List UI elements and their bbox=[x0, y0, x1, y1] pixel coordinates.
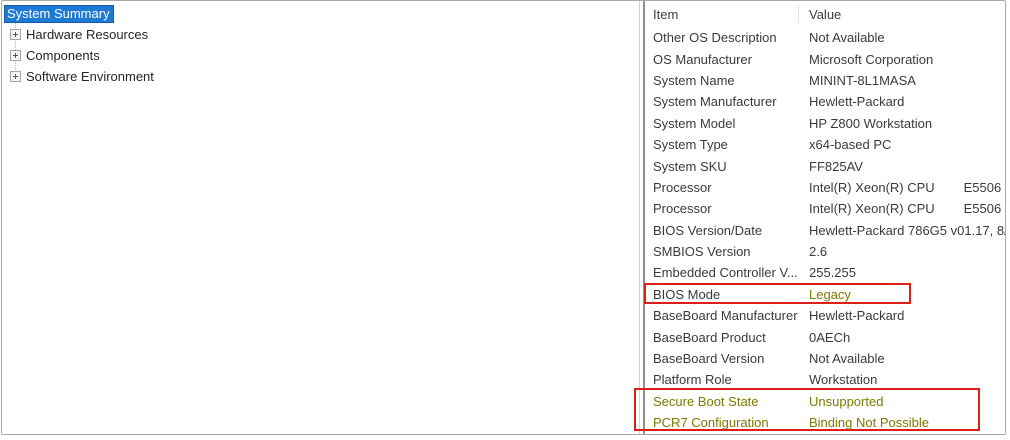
details-row-baseboard-version[interactable]: BaseBoard Version Not Available bbox=[645, 348, 1005, 369]
row-value: FF825AV bbox=[809, 158, 863, 174]
panel-splitter[interactable] bbox=[640, 1, 643, 434]
row-item-label: SMBIOS Version bbox=[653, 244, 751, 260]
row-item-label: System Manufacturer bbox=[653, 94, 777, 110]
row-value: Intel(R) Xeon(R) CPU E5506 bbox=[809, 201, 1002, 217]
details-row-system-model[interactable]: System Model HP Z800 Workstation bbox=[645, 113, 1005, 134]
details-row-system-type[interactable]: System Type x64-based PC bbox=[645, 134, 1005, 155]
tree-connector-line bbox=[15, 23, 16, 76]
expand-plus-icon[interactable] bbox=[10, 49, 21, 61]
row-item-label: BaseBoard Version bbox=[653, 351, 765, 367]
details-row-baseboard-product[interactable]: BaseBoard Product 0AECh bbox=[645, 326, 1005, 347]
row-value: Workstation bbox=[809, 372, 878, 388]
details-row-secure-boot-state[interactable]: Secure Boot State Unsupported bbox=[645, 391, 1005, 412]
row-value: 0AECh bbox=[809, 329, 851, 345]
row-item-label: System Model bbox=[653, 115, 736, 131]
details-row-processor[interactable]: Processor Intel(R) Xeon(R) CPU E5506 bbox=[645, 198, 1005, 219]
row-value: Hewlett-Packard bbox=[809, 308, 905, 324]
row-item-label: Other OS Description bbox=[653, 30, 777, 46]
list-header-row: Item Value bbox=[645, 1, 1005, 27]
row-value: Hewlett-Packard bbox=[809, 94, 905, 110]
tree-item-software-environment[interactable]: Software Environment bbox=[2, 66, 639, 87]
row-item-label: BaseBoard Product bbox=[653, 329, 766, 345]
row-item-label: Platform Role bbox=[653, 372, 732, 388]
row-value: 255.255 bbox=[809, 265, 856, 281]
details-row-system-manufacturer[interactable]: System Manufacturer Hewlett-Packard bbox=[645, 91, 1005, 112]
details-row-bios-version-date[interactable]: BIOS Version/Date Hewlett-Packard 786G5 … bbox=[645, 220, 1005, 241]
tree-item-label: System Summary bbox=[4, 5, 114, 24]
details-row-platform-role[interactable]: Platform Role Workstation bbox=[645, 369, 1005, 390]
tree-item-hardware-resources[interactable]: Hardware Resources bbox=[2, 25, 639, 46]
row-item-label: System SKU bbox=[653, 158, 727, 174]
details-row-processor[interactable]: Processor Intel(R) Xeon(R) CPU E5506 bbox=[645, 177, 1005, 198]
expand-plus-icon[interactable] bbox=[10, 29, 21, 41]
row-item-label: BIOS Mode bbox=[653, 286, 721, 302]
row-item-label: OS Manufacturer bbox=[653, 51, 752, 67]
details-row-os-manufacturer[interactable]: OS Manufacturer Microsoft Corporation bbox=[645, 48, 1005, 69]
tree-item-components[interactable]: Components bbox=[2, 45, 639, 66]
row-item-label: Processor bbox=[653, 179, 712, 195]
expand-plus-icon[interactable] bbox=[10, 70, 21, 82]
row-value: MININT-8L1MASA bbox=[809, 72, 916, 88]
tree-item-label: Software Environment bbox=[26, 68, 154, 84]
row-value: Not Available bbox=[809, 351, 885, 367]
column-header-item[interactable]: Item bbox=[653, 6, 679, 22]
details-row-system-name[interactable]: System Name MININT-8L1MASA bbox=[645, 70, 1005, 91]
column-separator[interactable] bbox=[798, 6, 799, 23]
details-row-bios-mode[interactable]: BIOS Mode Legacy bbox=[645, 284, 1005, 305]
row-value: Hewlett-Packard 786G5 v01.17, 8/ bbox=[809, 222, 1005, 238]
navigation-tree-panel: System Summary Hardware Resources Compon… bbox=[2, 1, 640, 434]
row-item-label: Secure Boot State bbox=[653, 393, 759, 409]
details-row-other-os-description[interactable]: Other OS Description Not Available bbox=[645, 27, 1005, 48]
column-header-value[interactable]: Value bbox=[809, 6, 842, 22]
row-item-label: System Name bbox=[653, 72, 735, 88]
list-rows-container: Other OS Description Not Available OS Ma… bbox=[645, 27, 1005, 433]
row-value: 2.6 bbox=[809, 244, 828, 260]
row-value: x64-based PC bbox=[809, 137, 892, 153]
details-row-baseboard-manufacturer[interactable]: BaseBoard Manufacturer Hewlett-Packard bbox=[645, 305, 1005, 326]
row-value: Intel(R) Xeon(R) CPU E5506 bbox=[809, 179, 1002, 195]
row-value: Not Available bbox=[809, 30, 885, 46]
details-row-embedded-controller-v[interactable]: Embedded Controller V... 255.255 bbox=[645, 262, 1005, 283]
tree-item-system-summary[interactable]: System Summary bbox=[2, 4, 639, 25]
row-item-label: Processor bbox=[653, 201, 712, 217]
row-item-label: PCR7 Configuration bbox=[653, 415, 769, 431]
row-value: HP Z800 Workstation bbox=[809, 115, 933, 131]
row-item-label: BaseBoard Manufacturer bbox=[653, 308, 798, 324]
row-item-label: System Type bbox=[653, 137, 728, 153]
tree-item-label: Components bbox=[26, 47, 100, 63]
row-value: Microsoft Corporation bbox=[809, 51, 934, 67]
row-value: Unsupported bbox=[809, 393, 884, 409]
row-item-label: BIOS Version/Date bbox=[653, 222, 763, 238]
details-list-panel: Item Value Other OS Description Not Avai… bbox=[643, 1, 1005, 434]
row-item-label: Embedded Controller V... bbox=[653, 265, 798, 281]
details-row-smbios-version[interactable]: SMBIOS Version 2.6 bbox=[645, 241, 1005, 262]
details-row-pcr7-configuration[interactable]: PCR7 Configuration Binding Not Possible bbox=[645, 412, 1005, 433]
row-value: Legacy bbox=[809, 286, 851, 302]
row-value: Binding Not Possible bbox=[809, 415, 929, 431]
tree-items-container: System Summary Hardware Resources Compon… bbox=[2, 4, 639, 86]
details-row-system-sku[interactable]: System SKU FF825AV bbox=[645, 155, 1005, 176]
tree-item-label: Hardware Resources bbox=[26, 27, 149, 43]
